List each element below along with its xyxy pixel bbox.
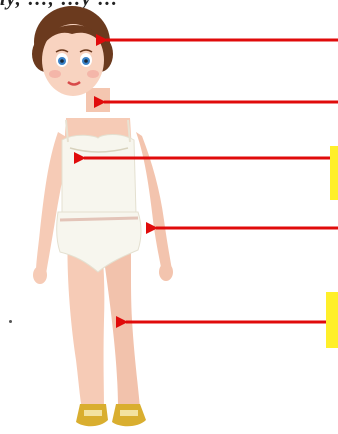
doll-torso	[57, 118, 141, 272]
doll-head	[32, 6, 113, 96]
speck	[9, 320, 12, 323]
doll-shoes	[76, 404, 146, 426]
label-box-leg	[326, 292, 338, 348]
doll-neck	[86, 88, 110, 112]
label-box-chest	[330, 146, 338, 200]
